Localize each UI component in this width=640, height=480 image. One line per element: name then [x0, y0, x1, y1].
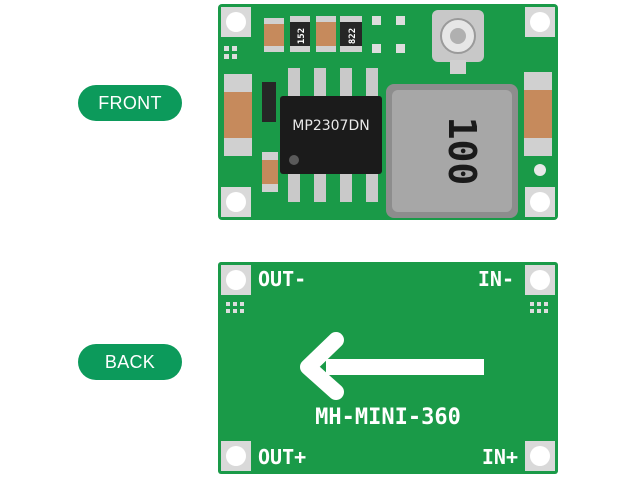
- arrow-left-icon: [300, 332, 484, 400]
- resistor-1-code: 152: [297, 28, 307, 44]
- front-pcb-board: 152 822 MP2307DN: [218, 4, 558, 220]
- vias: [226, 302, 548, 313]
- top-resistors: 152 822: [264, 16, 362, 52]
- mounting-holes: [221, 265, 555, 471]
- front-pcb-svg: 152 822 MP2307DN: [218, 4, 558, 220]
- out-minus-label: OUT-: [258, 267, 306, 291]
- back-label-pill: BACK: [78, 344, 182, 380]
- front-label-pill: FRONT: [78, 85, 182, 121]
- led: [534, 164, 546, 176]
- ic-chip: MP2307DN: [280, 96, 382, 174]
- right-capacitor: [524, 72, 552, 156]
- in-plus-label: IN+: [482, 445, 518, 469]
- potentiometer: [432, 10, 484, 74]
- back-pcb-board: OUT- IN- OUT+ IN+ MH-MINI-360: [218, 262, 558, 474]
- left-capacitor: [224, 74, 252, 156]
- chip-pins: [288, 68, 378, 202]
- mounting-holes: [221, 7, 555, 217]
- left-small-parts: [262, 82, 278, 192]
- inductor-marking: 100: [440, 117, 484, 186]
- back-pcb-svg: OUT- IN- OUT+ IN+ MH-MINI-360: [218, 262, 558, 474]
- resistor-2-code: 822: [348, 28, 358, 44]
- vias: [224, 16, 405, 59]
- in-minus-label: IN-: [478, 267, 514, 291]
- chip-marking: MP2307DN: [292, 118, 369, 134]
- model-label: MH-MINI-360: [315, 405, 461, 430]
- out-plus-label: OUT+: [258, 445, 306, 469]
- inductor: 100: [386, 84, 518, 218]
